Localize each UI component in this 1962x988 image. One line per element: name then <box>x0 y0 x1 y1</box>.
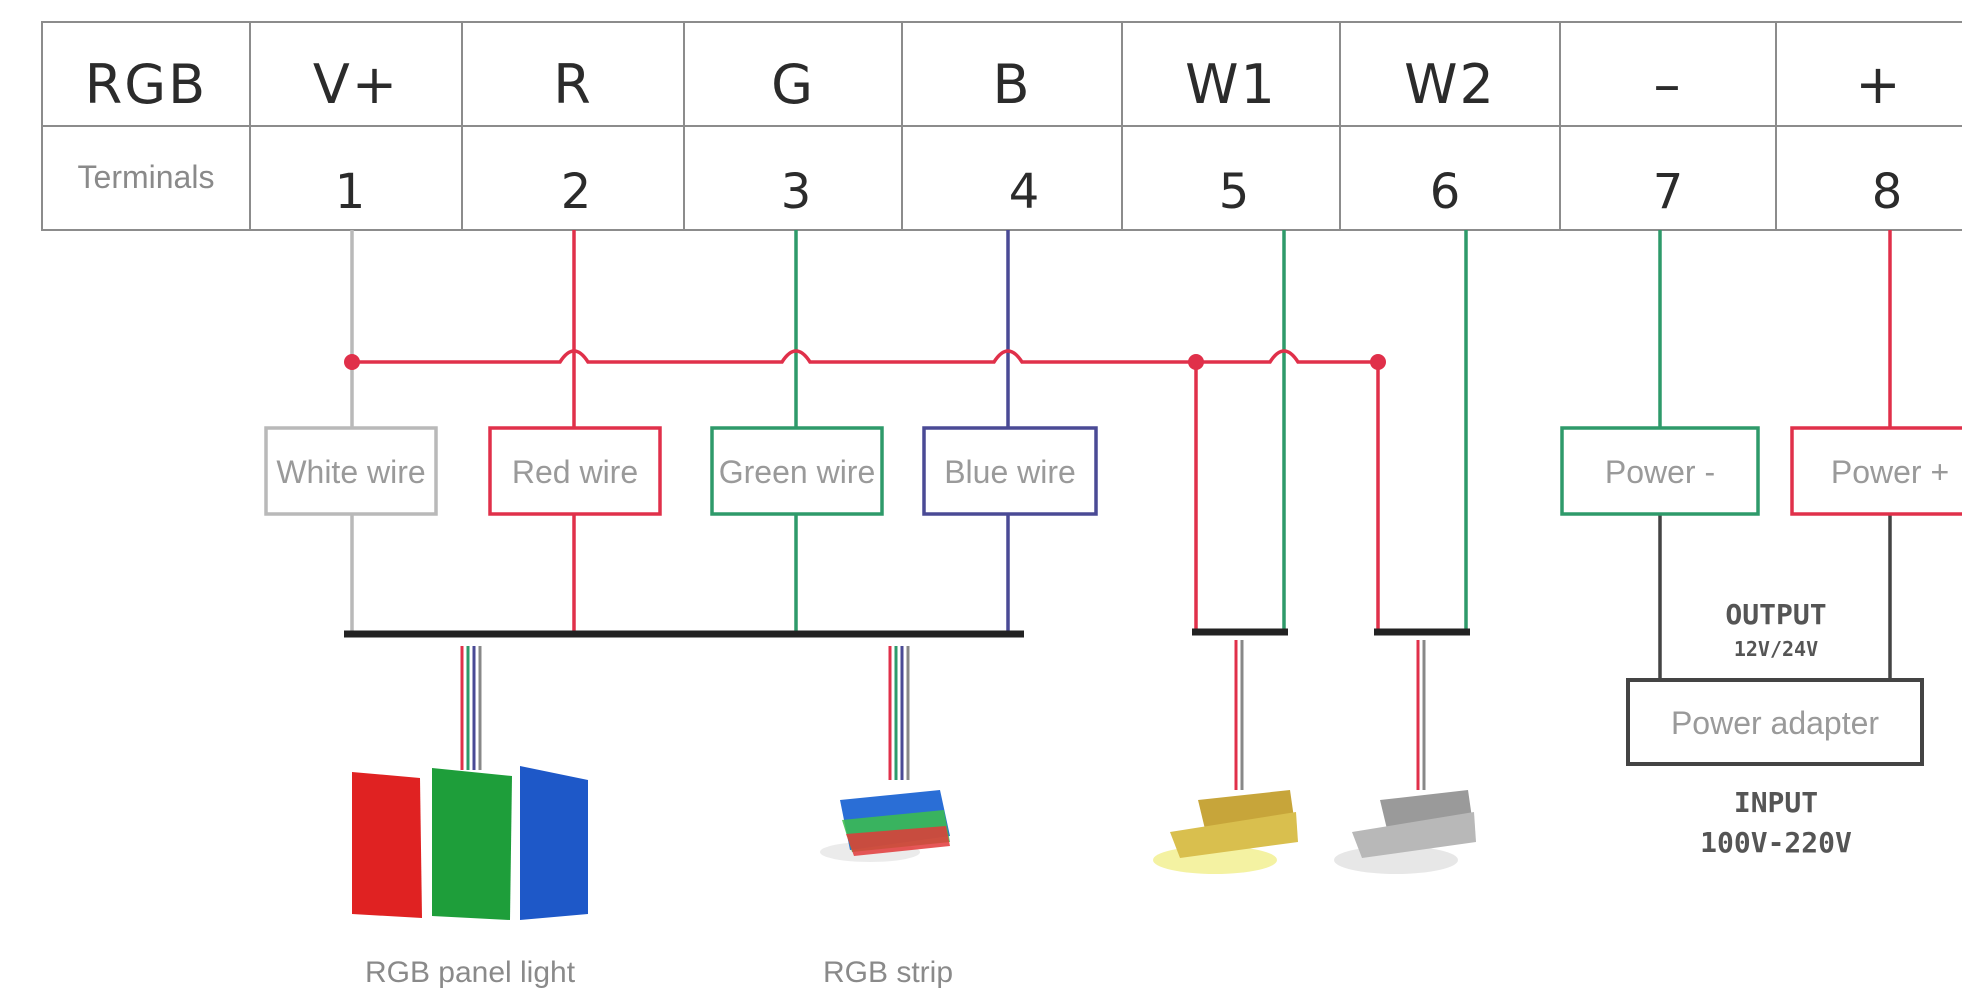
output-title: OUTPUT <box>1725 598 1826 631</box>
w2-strip-icon <box>1334 790 1476 874</box>
header-w2: W2 <box>1404 53 1496 116</box>
header-rgb: RGB <box>85 53 207 116</box>
junction-dot-w1 <box>1188 354 1204 370</box>
red-wire-label: Red wire <box>512 454 638 490</box>
black-buses <box>344 628 1470 638</box>
header-vplus: V+ <box>313 53 399 116</box>
output-voltage: 12V/24V <box>1734 637 1818 661</box>
terminal-numbers: Terminals 1 2 3 4 5 6 7 8 <box>78 159 1903 220</box>
wire-boxes <box>264 426 1962 516</box>
junction-dot-vplus <box>344 354 360 370</box>
header-minus: – <box>1654 53 1683 116</box>
power-adapter-label: Power adapter <box>1671 705 1879 741</box>
terminal-table <box>41 21 1962 231</box>
junction-dot-w2 <box>1370 354 1386 370</box>
power-adapter: OUTPUT 12V/24V Power adapter INPUT 100V-… <box>1626 598 1924 859</box>
rgb-strip-icon <box>820 790 950 862</box>
white-wire-box <box>264 426 438 516</box>
header-b: B <box>992 53 1031 116</box>
power-plus-box <box>1790 426 1962 516</box>
table-headers: RGB V+ R G B W1 W2 – + <box>85 53 1902 116</box>
device-cables <box>460 640 1426 790</box>
terminal-1: 1 <box>335 164 366 220</box>
red-wire-box <box>488 426 662 516</box>
rgb-strip-caption: RGB strip <box>823 956 953 988</box>
white-wire-label: White wire <box>276 454 425 490</box>
header-g: G <box>771 53 815 116</box>
red-common-bus <box>352 349 1378 364</box>
terminals-label: Terminals <box>78 159 215 195</box>
terminal-3: 3 <box>781 164 812 220</box>
green-wire-box <box>710 426 884 516</box>
terminal-2: 2 <box>561 164 592 220</box>
header-plus: + <box>1855 53 1902 116</box>
blue-wire-label: Blue wire <box>944 454 1076 490</box>
terminal-8: 8 <box>1872 164 1903 220</box>
input-voltage: 100V-220V <box>1700 826 1852 859</box>
rgb-panel-caption: RGB panel light <box>365 956 576 988</box>
power-adapter-box <box>1626 678 1924 766</box>
power-plus-label: Power + <box>1831 454 1949 490</box>
terminal-4: 4 <box>1009 164 1040 220</box>
header-r: R <box>553 53 593 116</box>
power-minus-label: Power - <box>1605 454 1715 490</box>
wires <box>350 230 1892 680</box>
w1-strip-icon <box>1153 790 1298 874</box>
terminal-6: 6 <box>1430 164 1461 220</box>
input-title: INPUT <box>1734 786 1818 819</box>
terminal-5: 5 <box>1219 164 1250 220</box>
power-minus-box <box>1560 426 1760 516</box>
green-wire-label: Green wire <box>719 454 876 490</box>
header-w1: W1 <box>1185 53 1277 116</box>
blue-wire-box <box>922 426 1098 516</box>
rgb-panel-light-icon <box>352 766 588 920</box>
terminal-7: 7 <box>1653 164 1684 220</box>
